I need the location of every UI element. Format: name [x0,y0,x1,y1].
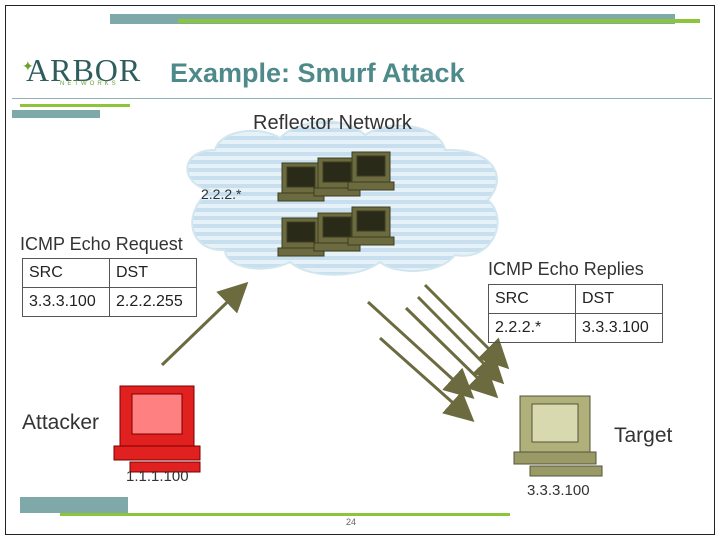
request-dst-header: DST [109,258,197,288]
request-table: SRC DST 3.3.3.100 2.2.2.255 [22,258,197,317]
target-ip: 3.3.3.100 [527,482,590,499]
replies-table: SRC DST 2.2.2.* 3.3.3.100 [488,284,663,343]
header-bar-green [178,19,700,23]
page-number: 24 [346,517,357,527]
replies-src-value: 2.2.2.* [488,313,576,343]
header-accent-teal [12,110,100,118]
request-arrow [160,281,249,367]
attacker-label: Attacker [22,411,100,434]
logo-subtitle: NETWORKS [60,81,119,87]
request-dst-value: 2.2.2.255 [109,287,197,317]
header-accent-green [20,104,130,107]
attacker-computer [113,385,201,473]
reflector-cloud [186,120,499,276]
reflector-computer [347,151,395,191]
reflector-computers [277,151,395,257]
replies-dst-value: 3.3.3.100 [575,313,663,343]
reflector-heading: Reflector Network [253,112,412,134]
header-line [12,98,712,99]
reflector-address: 2.2.2.* [201,186,242,202]
target-label: Target [614,424,673,447]
footer-bar-teal [20,497,128,513]
footer-bar-green [60,513,510,516]
request-src-header: SRC [22,258,110,288]
attacker-ip: 1.1.1.100 [126,468,189,485]
reflector-computer [347,206,395,246]
replies-heading: ICMP Echo Replies [488,259,644,279]
replies-dst-header: DST [575,284,663,314]
logo-name: ARBOR [26,52,142,88]
slide-title: Example: Smurf Attack [170,58,465,88]
replies-src-header: SRC [488,284,576,314]
reply-arrows [366,283,510,422]
request-src-value: 3.3.3.100 [22,287,110,317]
request-heading: ICMP Echo Request [20,234,183,254]
target-computer [513,395,603,477]
logo-star-icon: ✦ [22,58,34,74]
